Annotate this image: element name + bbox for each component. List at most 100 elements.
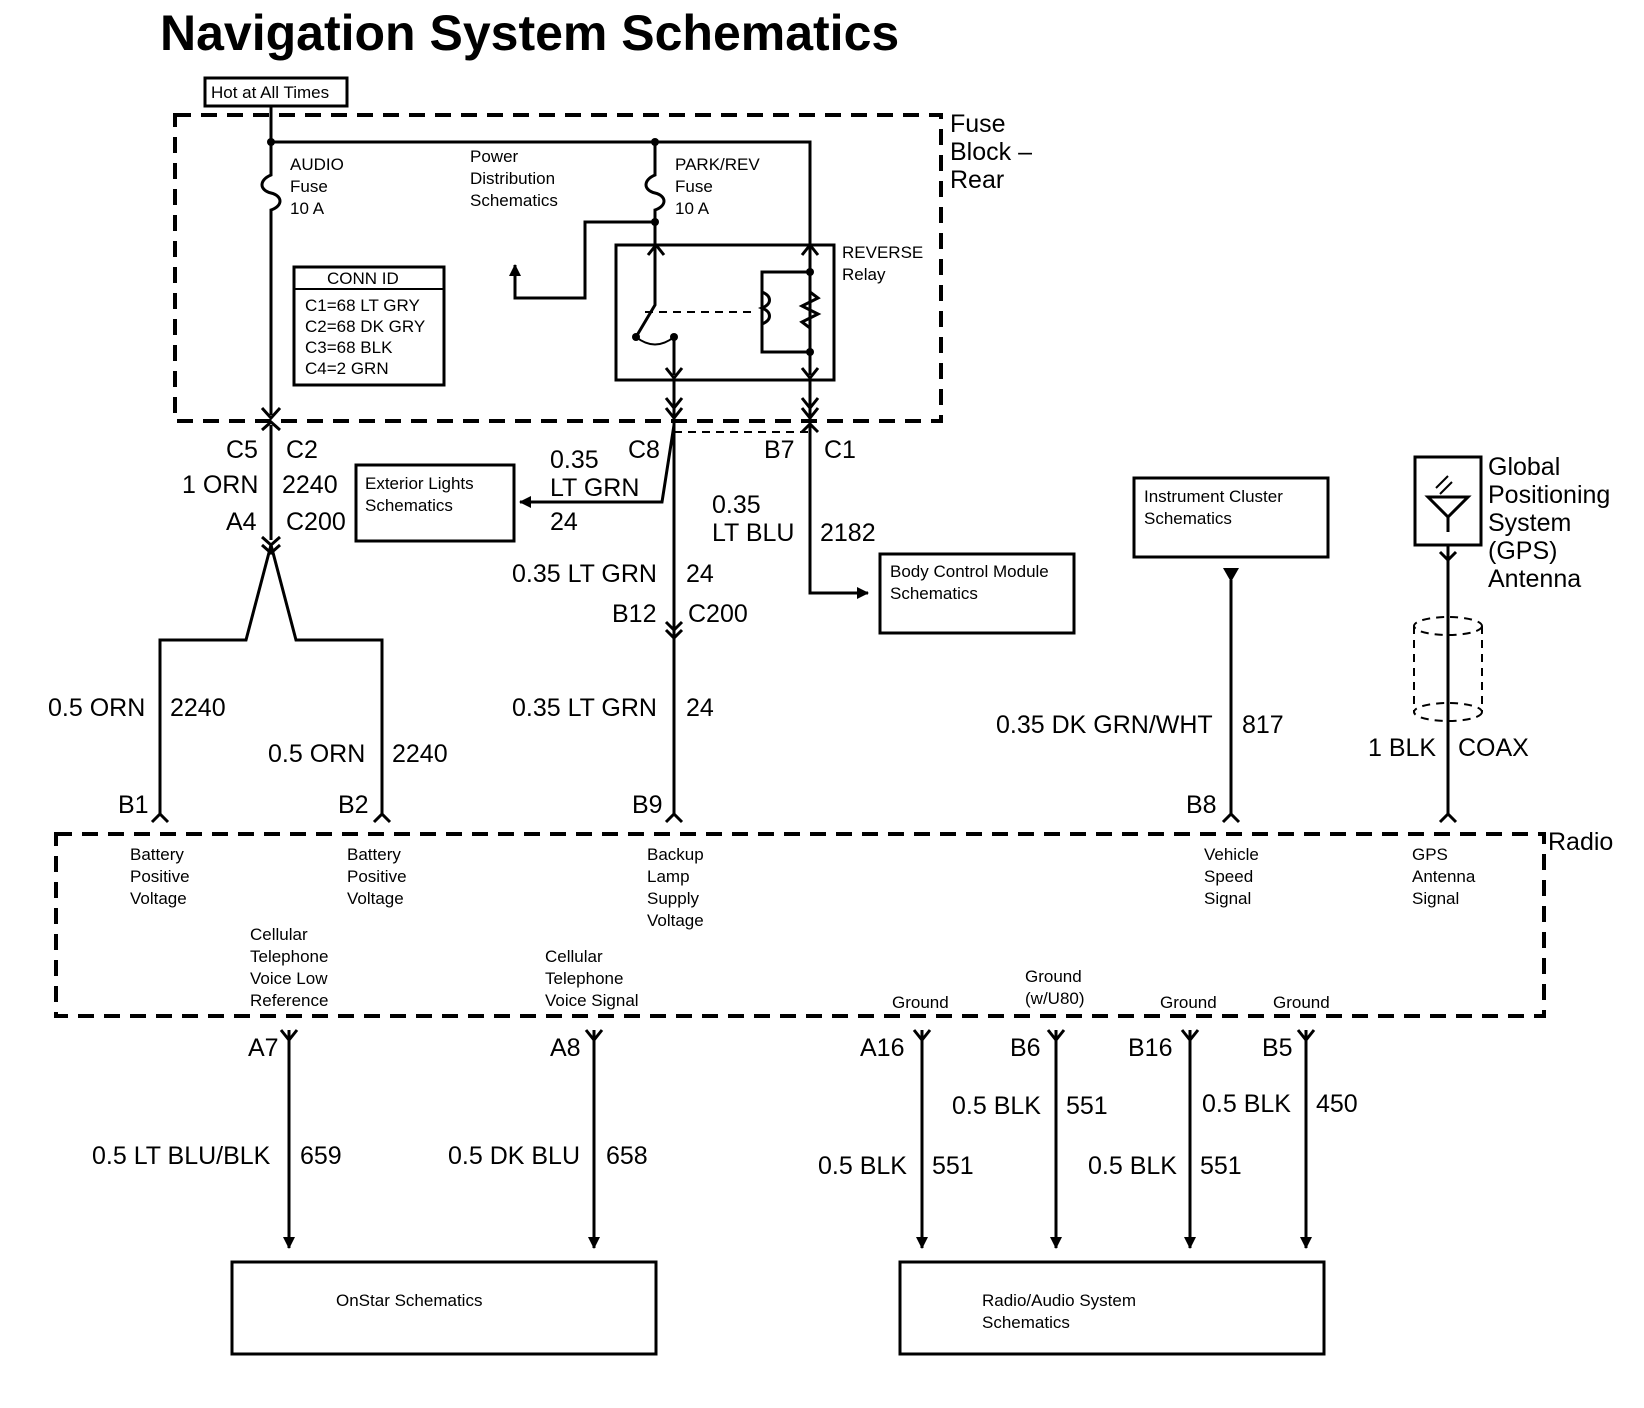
page-title: Navigation System Schematics bbox=[160, 5, 899, 61]
c5-connector-arrow bbox=[260, 406, 282, 421]
connector-c2: C2 bbox=[286, 436, 318, 464]
reverse-relay-label-2: Relay bbox=[842, 265, 886, 284]
ground-b16-label: Ground bbox=[1160, 993, 1217, 1012]
ground-b5-label: Ground bbox=[1273, 993, 1330, 1012]
orn-b1-wire bbox=[158, 544, 273, 815]
pin-b1-arrow bbox=[150, 811, 170, 824]
pin-a7: A7 bbox=[248, 1034, 279, 1062]
instrument-cluster-label-1: Instrument Cluster bbox=[1144, 487, 1283, 506]
exterior-lights-label-2: Schematics bbox=[365, 496, 453, 515]
pin-b16: B16 bbox=[1128, 1034, 1172, 1062]
gps-antenna-icon bbox=[1424, 495, 1472, 532]
hot-at-all-times-box bbox=[203, 76, 349, 108]
wire-circuit-coax: COAX bbox=[1458, 734, 1529, 762]
relay-node-2 bbox=[806, 348, 814, 356]
instrument-cluster-schematics-box[interactable] bbox=[1132, 476, 1330, 559]
b1-desc-1: Battery bbox=[130, 845, 184, 864]
connector-c5: C5 bbox=[226, 436, 258, 464]
pin-a8: A8 bbox=[550, 1034, 581, 1062]
wire-label-orn-b2: 0.5 ORN bbox=[268, 740, 365, 768]
wire-circuit-24-b: 24 bbox=[686, 694, 714, 722]
park-rev-fuse-label-2: Fuse bbox=[675, 177, 713, 196]
orn-b2-wire bbox=[269, 544, 384, 815]
wire-label-ltblu-1: 0.35 bbox=[712, 491, 761, 519]
hot-at-all-times-label: Hot at All Times bbox=[211, 83, 329, 102]
a8-desc-3: Voice Signal bbox=[545, 991, 639, 1010]
relay-coil-loop bbox=[760, 270, 810, 354]
coax-shield-sides bbox=[1413, 626, 1483, 712]
relay-switch-arc bbox=[635, 336, 675, 346]
onstar-label: OnStar Schematics bbox=[336, 1291, 482, 1310]
b8-desc-1: Vehicle bbox=[1204, 845, 1259, 864]
wire-label-orn-b1: 0.5 ORN bbox=[48, 694, 145, 722]
b9-desc-2: Lamp bbox=[647, 867, 690, 886]
wire-circuit-24-short: 24 bbox=[550, 508, 578, 536]
pin-b6: B6 bbox=[1010, 1034, 1041, 1062]
conn-id-row-4: C4=2 GRN bbox=[305, 359, 389, 378]
a7-desc-2: Telephone bbox=[250, 947, 328, 966]
wire-label-ltgrn-short-1: 0.35 bbox=[550, 446, 599, 474]
wire-circuit-2240-b1: 2240 bbox=[170, 694, 226, 722]
c1-connector-arrow bbox=[800, 421, 820, 434]
a7-desc-1: Cellular bbox=[250, 925, 308, 944]
pin-b5: B5 bbox=[1262, 1034, 1293, 1062]
wire-label-ltgrn-short-2: LT GRN bbox=[550, 474, 639, 502]
b9-desc-4: Voltage bbox=[647, 911, 704, 930]
radio-label: Radio bbox=[1548, 828, 1613, 856]
pin-a16: A16 bbox=[860, 1034, 904, 1062]
power-bus-wire bbox=[269, 106, 812, 232]
audio-fuse-label-3: 10 A bbox=[290, 199, 325, 218]
radio-audio-label-2: Schematics bbox=[982, 1313, 1070, 1332]
pin-b2-arrow bbox=[372, 811, 392, 824]
fuse-block-label-1: Fuse bbox=[950, 110, 1006, 138]
a8-desc-1: Cellular bbox=[545, 947, 603, 966]
wire-circuit-817: 817 bbox=[1242, 711, 1284, 739]
wire-label-dkgrn: 0.35 DK GRN/WHT bbox=[996, 711, 1213, 739]
connector-c8: C8 bbox=[628, 436, 660, 464]
wire-circuit-450: 450 bbox=[1316, 1090, 1358, 1118]
wire-circuit-551-b16: 551 bbox=[1200, 1152, 1242, 1180]
park-rev-fuse-label-3: 10 A bbox=[675, 199, 710, 218]
relay-coil-symbol bbox=[757, 290, 771, 326]
wire-label-a7: 0.5 LT BLU/BLK bbox=[92, 1142, 271, 1170]
conn-id-box bbox=[292, 265, 446, 387]
gps-label-1: Global bbox=[1488, 453, 1560, 481]
bcm-label-2: Schematics bbox=[890, 584, 978, 603]
a7-desc-3: Voice Low bbox=[250, 969, 328, 988]
power-distribution-label-3: Schematics bbox=[470, 191, 558, 210]
pin-b9: B9 bbox=[632, 791, 663, 819]
relay-switch-wire bbox=[634, 222, 657, 338]
gps-desc-1: GPS bbox=[1412, 845, 1448, 864]
body-control-module-schematics-box[interactable] bbox=[878, 552, 1076, 635]
pin-b2: B2 bbox=[338, 791, 369, 819]
wire-label-1-orn: 1 ORN bbox=[182, 471, 258, 499]
pin-gps-arrow bbox=[1438, 811, 1458, 824]
connector-b12: B12 bbox=[612, 600, 656, 628]
b7-connector-arrow bbox=[800, 397, 820, 421]
onstar-schematics-box[interactable] bbox=[230, 1260, 658, 1356]
conn-id-row-2: C2=68 DK GRY bbox=[305, 317, 425, 336]
conn-id-row-1: C1=68 LT GRY bbox=[305, 296, 420, 315]
pin-b9-arrow bbox=[664, 811, 684, 824]
fuse-block-label-3: Rear bbox=[950, 166, 1004, 194]
radio-audio-schematics-box[interactable] bbox=[898, 1260, 1326, 1356]
c2-connector-arrow bbox=[261, 419, 281, 432]
power-distribution-label-2: Distribution bbox=[470, 169, 555, 188]
wire-circuit-2240-top: 2240 bbox=[282, 471, 338, 499]
relay-pin-arrow-3 bbox=[800, 242, 820, 256]
pin-b1: B1 bbox=[118, 791, 149, 819]
wire-circuit-551-b6: 551 bbox=[1066, 1092, 1108, 1120]
b8-desc-3: Signal bbox=[1204, 889, 1251, 908]
bcm-label-1: Body Control Module bbox=[890, 562, 1049, 581]
b8-desc-2: Speed bbox=[1204, 867, 1253, 886]
instrument-cluster-arrow bbox=[1223, 568, 1239, 582]
b1-desc-2: Positive bbox=[130, 867, 190, 886]
a7-desc-4: Reference bbox=[250, 991, 328, 1010]
a8-desc-2: Telephone bbox=[545, 969, 623, 988]
exterior-lights-schematics-box[interactable] bbox=[354, 463, 516, 543]
relay-node-1 bbox=[806, 268, 814, 276]
connector-a4: A4 bbox=[226, 508, 257, 536]
gps-desc-3: Signal bbox=[1412, 889, 1459, 908]
wire-label-coax: 1 BLK bbox=[1368, 734, 1436, 762]
